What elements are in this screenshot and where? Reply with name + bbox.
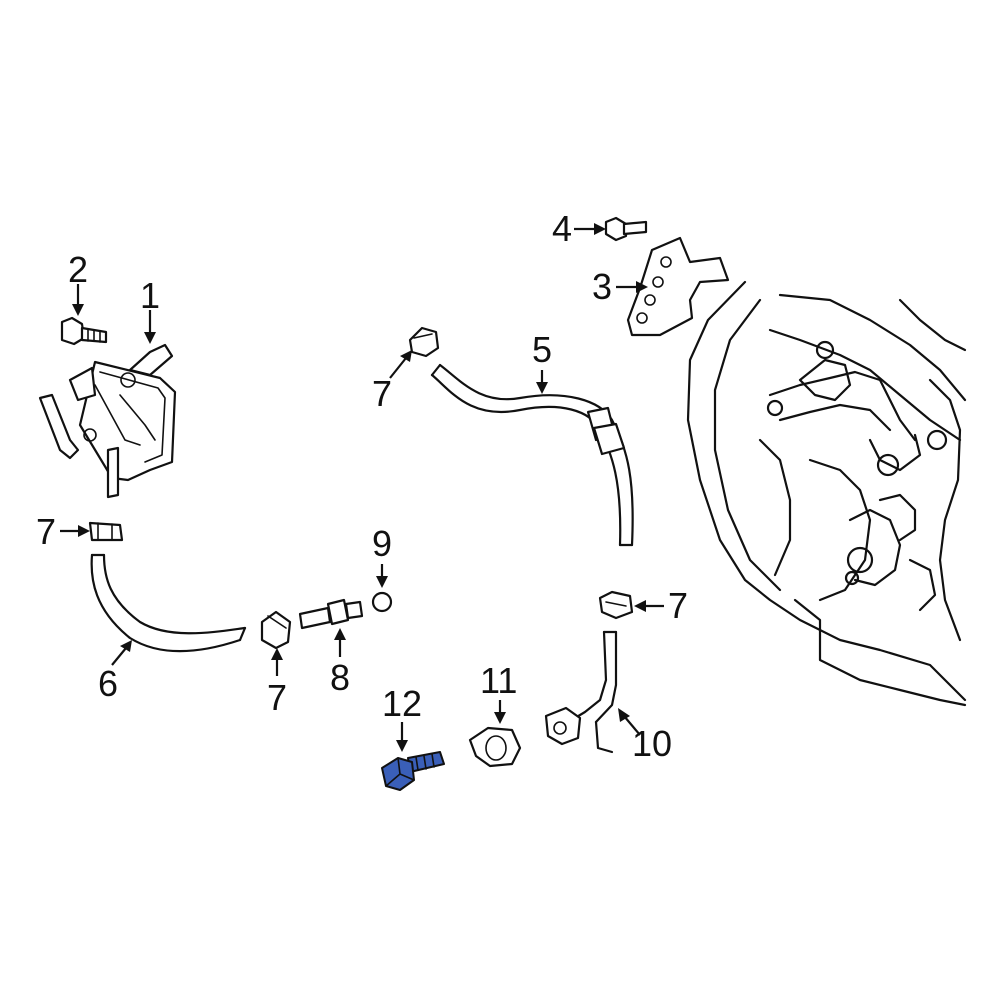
upper-hose[interactable] bbox=[430, 363, 634, 547]
o-ring[interactable] bbox=[371, 591, 393, 613]
cooler-bolt[interactable] bbox=[60, 316, 108, 346]
callout-1: 1 bbox=[140, 275, 160, 316]
callouts: 1 2 3 4 5 6 7 7 7 7 8 9 10 11 12 bbox=[36, 208, 688, 764]
transmission-housing bbox=[686, 280, 967, 707]
hose-clamp[interactable] bbox=[260, 610, 292, 650]
pipe[interactable] bbox=[544, 630, 618, 754]
fitting[interactable] bbox=[298, 598, 364, 630]
callout-7-right: 7 bbox=[668, 585, 688, 626]
callout-4: 4 bbox=[552, 208, 572, 249]
callout-7-upper: 7 bbox=[372, 373, 392, 414]
hose-clamp[interactable] bbox=[408, 326, 440, 358]
callout-9: 9 bbox=[372, 523, 392, 564]
bracket[interactable] bbox=[626, 236, 730, 337]
callout-7-left: 7 bbox=[36, 511, 56, 552]
callout-3: 3 bbox=[592, 266, 612, 307]
callout-2: 2 bbox=[68, 249, 88, 290]
hose-clamp[interactable] bbox=[598, 590, 634, 620]
callout-10: 10 bbox=[632, 723, 672, 764]
union-bolt[interactable] bbox=[381, 751, 445, 791]
callout-7-lower: 7 bbox=[267, 677, 287, 718]
bracket-bolt[interactable] bbox=[604, 216, 648, 242]
callout-5: 5 bbox=[532, 329, 552, 370]
oil-cooler[interactable] bbox=[38, 343, 177, 499]
callout-12: 12 bbox=[382, 683, 422, 724]
gasket[interactable] bbox=[468, 726, 522, 768]
callout-8: 8 bbox=[330, 657, 350, 698]
callout-11: 11 bbox=[480, 660, 517, 701]
leader-lines bbox=[60, 223, 664, 752]
hose-clamp[interactable] bbox=[88, 521, 124, 542]
callout-6: 6 bbox=[98, 663, 118, 704]
lower-hose[interactable] bbox=[90, 553, 247, 653]
